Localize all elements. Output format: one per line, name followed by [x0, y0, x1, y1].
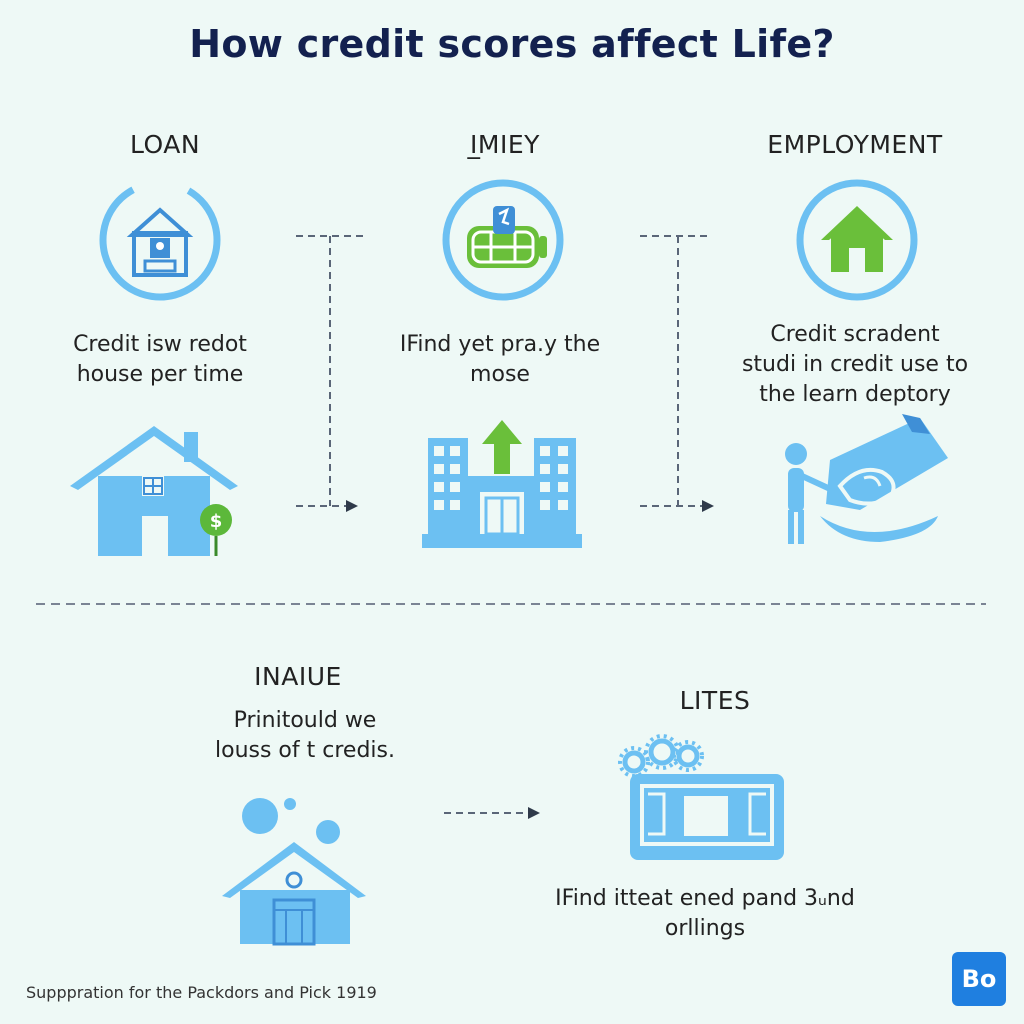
money-icon	[442, 179, 564, 301]
lites-caption-line-2: orllings	[664, 916, 746, 941]
svg-text:$: $	[210, 511, 223, 532]
loan-caption: Credit isw redot house per time	[40, 330, 280, 390]
brand-badge[interactable]: Bo	[952, 952, 1006, 1006]
machine-gears-illustration	[618, 734, 784, 860]
employment-heading: EMPLOYMENT	[767, 130, 943, 159]
employment-caption-line-2: studi in credit use to	[741, 352, 969, 377]
worker-machine-illustration	[785, 414, 948, 544]
employment-caption: Credit scradent studi in credit use to t…	[720, 320, 990, 410]
money-heading: I̲MIEY	[470, 130, 540, 159]
insure-caption-line-1: Prinitould we	[233, 708, 377, 733]
insure-heading: INAIUE	[254, 662, 342, 691]
house-bubbles-illustration	[222, 798, 366, 946]
connector-arrow-2	[640, 235, 714, 512]
money-caption-line-2: mose	[470, 362, 530, 387]
employment-caption-line-1: Credit scradent	[770, 322, 940, 347]
connector-arrow-1	[296, 235, 364, 512]
loan-house-icon	[99, 179, 221, 301]
loan-caption-line-1: Credit isw redot	[73, 332, 247, 357]
money-caption: IFind yet pra.y the mose	[370, 330, 630, 390]
building-growth-illustration	[422, 420, 582, 548]
loan-caption-line-2: house per time	[76, 362, 244, 387]
section-divider	[36, 603, 986, 605]
employment-caption-line-3: the learn deptory	[759, 382, 951, 407]
insure-caption: Prinitould we louss of t credis.	[180, 706, 430, 766]
footer-note: Supppration for the Packdors and Pick 19…	[26, 983, 377, 1002]
house-dollar-illustration: $	[70, 426, 238, 556]
page-title: How credit scores affect Life?	[189, 22, 835, 66]
lites-heading: LITES	[679, 686, 751, 715]
loan-heading: LOAN	[129, 130, 201, 159]
employment-home-icon	[796, 179, 918, 301]
money-caption-line-1: IFind yet pra.y the	[399, 332, 601, 357]
insure-caption-line-2: louss of t credis.	[215, 738, 395, 763]
lites-caption: IFind itteat ened pand 3ᵤnd orllings	[540, 884, 870, 944]
connector-arrow-3	[444, 807, 540, 819]
lites-caption-line-1: IFind itteat ened pand 3ᵤnd	[555, 886, 855, 911]
